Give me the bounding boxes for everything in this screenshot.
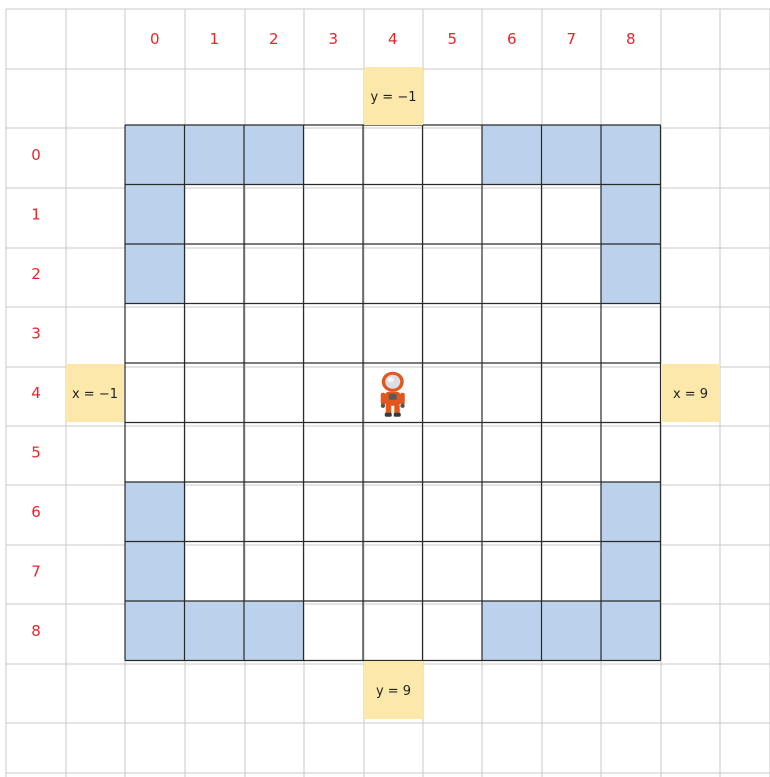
shaded-cell <box>601 125 661 185</box>
column-label: 2 <box>269 30 279 48</box>
shaded-cell <box>125 185 185 245</box>
column-label: 7 <box>566 30 576 48</box>
row-label: 4 <box>31 384 41 402</box>
shaded-cell <box>185 125 245 185</box>
shaded-cell <box>125 542 185 602</box>
row-label: 6 <box>31 503 41 521</box>
row-label: 8 <box>31 622 41 640</box>
shaded-cell <box>601 185 661 245</box>
column-label: 3 <box>328 30 338 48</box>
column-labels: 0 1 2 3 4 5 6 7 8 <box>150 30 636 48</box>
shaded-cell <box>125 601 185 661</box>
shaded-cell <box>244 125 304 185</box>
row-label: 3 <box>31 324 41 342</box>
shaded-cell <box>244 601 304 661</box>
astronaut-icon <box>381 372 405 417</box>
shaded-cell <box>601 244 661 304</box>
shaded-cell <box>601 482 661 542</box>
right-boundary-label: x = 9 <box>673 387 708 402</box>
shaded-cell <box>125 482 185 542</box>
row-label: 7 <box>31 562 41 580</box>
shaded-cell <box>482 601 542 661</box>
shaded-cell <box>601 601 661 661</box>
shaded-cell <box>601 542 661 602</box>
bottom-boundary-label: y = 9 <box>376 684 411 699</box>
row-label: 1 <box>31 205 41 223</box>
shaded-cell <box>125 244 185 304</box>
left-boundary-label: x = −1 <box>72 387 118 402</box>
shaded-cell <box>542 125 602 185</box>
shaded-cell <box>542 601 602 661</box>
column-label: 1 <box>209 30 219 48</box>
shaded-cell <box>185 601 245 661</box>
shaded-cell <box>125 125 185 185</box>
top-boundary-label: y = −1 <box>370 90 416 105</box>
column-label: 4 <box>388 30 398 48</box>
row-labels: 0 1 2 3 4 5 6 7 8 <box>31 146 41 640</box>
shaded-cell <box>482 125 542 185</box>
column-label: 5 <box>447 30 457 48</box>
column-label: 8 <box>626 30 636 48</box>
column-label: 0 <box>150 30 160 48</box>
column-label: 6 <box>507 30 517 48</box>
row-label: 2 <box>31 265 41 283</box>
row-label: 0 <box>31 146 41 164</box>
row-label: 5 <box>31 443 41 461</box>
